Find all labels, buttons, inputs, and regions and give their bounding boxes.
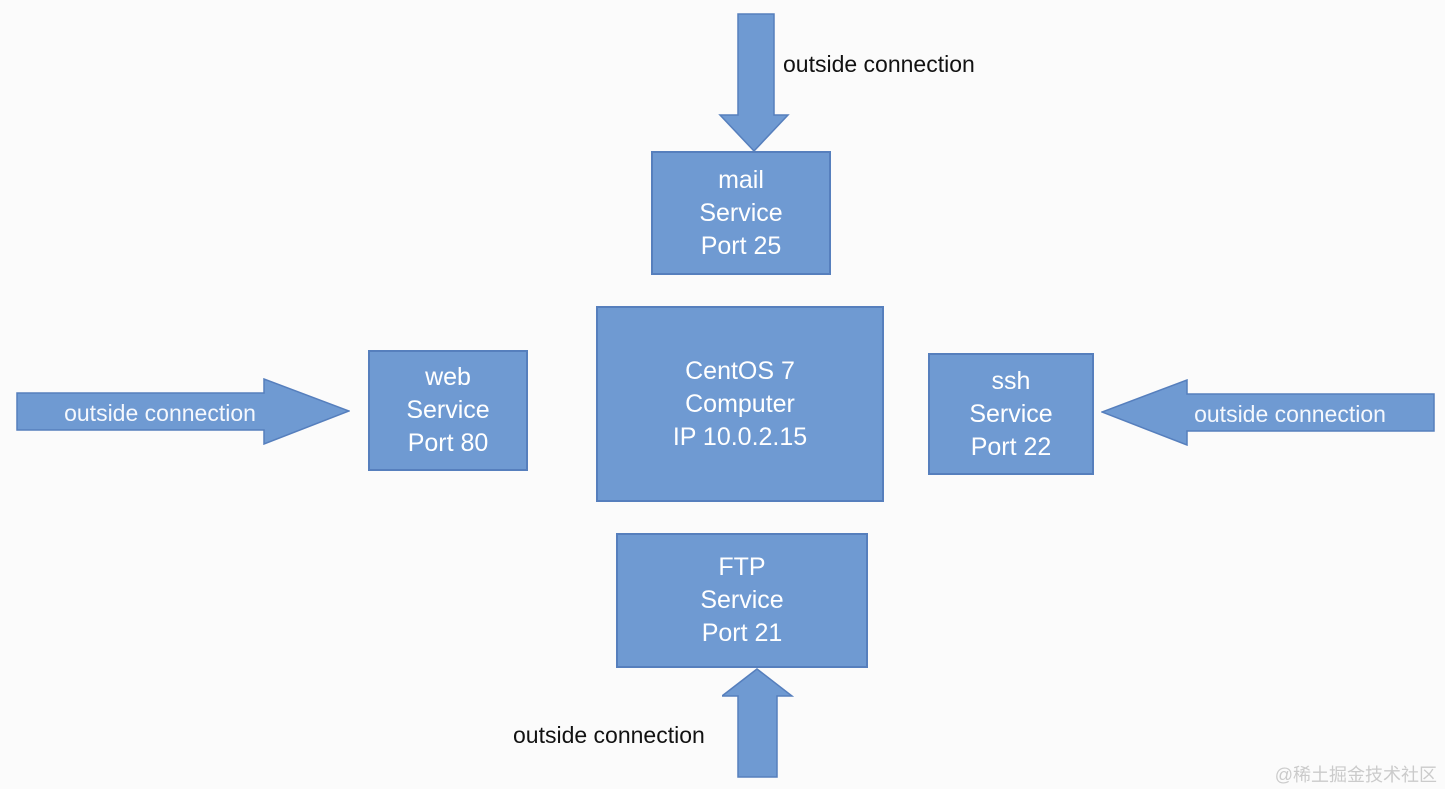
arrow-left-icon — [1101, 379, 1435, 446]
outside-connection-label-top: outside connection — [783, 51, 975, 77]
node-line: ssh — [991, 366, 1031, 395]
node-line: IP 10.0.2.15 — [672, 422, 808, 451]
outside-connection-label-left: outside connection — [64, 400, 256, 426]
node-line: mail — [718, 165, 764, 194]
arrow-right-icon — [16, 378, 350, 445]
watermark-text: @稀土掘金技术社区 — [1274, 765, 1437, 785]
node-centos-computer: CentOS 7 Computer IP 10.0.2.15 — [596, 306, 884, 502]
node-line: Port 25 — [700, 231, 782, 260]
node-line: Service — [406, 396, 490, 424]
outside-connection-label-right: outside connection — [1194, 401, 1386, 427]
node-line: Port 21 — [701, 619, 783, 647]
node-ssh-service: ssh Service Port 22 — [928, 353, 1094, 475]
node-line: FTP — [718, 553, 766, 581]
node-web-service: web Service Port 80 — [368, 350, 528, 471]
node-ftp-service: FTP Service Port 21 — [616, 533, 868, 668]
node-line: Port 22 — [970, 432, 1052, 461]
arrow-down-icon — [718, 13, 790, 152]
node-mail-service: mail Service Port 25 — [651, 151, 831, 275]
arrow-up-icon — [722, 668, 794, 778]
node-line: Port 80 — [407, 429, 489, 457]
node-line: CentOS 7 — [685, 356, 795, 385]
outside-connection-label-bottom: outside connection — [513, 722, 705, 748]
node-line: Service — [700, 586, 784, 614]
node-line: Service — [969, 399, 1053, 428]
node-line: Service — [699, 198, 783, 227]
node-line: Computer — [685, 389, 795, 418]
node-line: web — [425, 363, 471, 391]
